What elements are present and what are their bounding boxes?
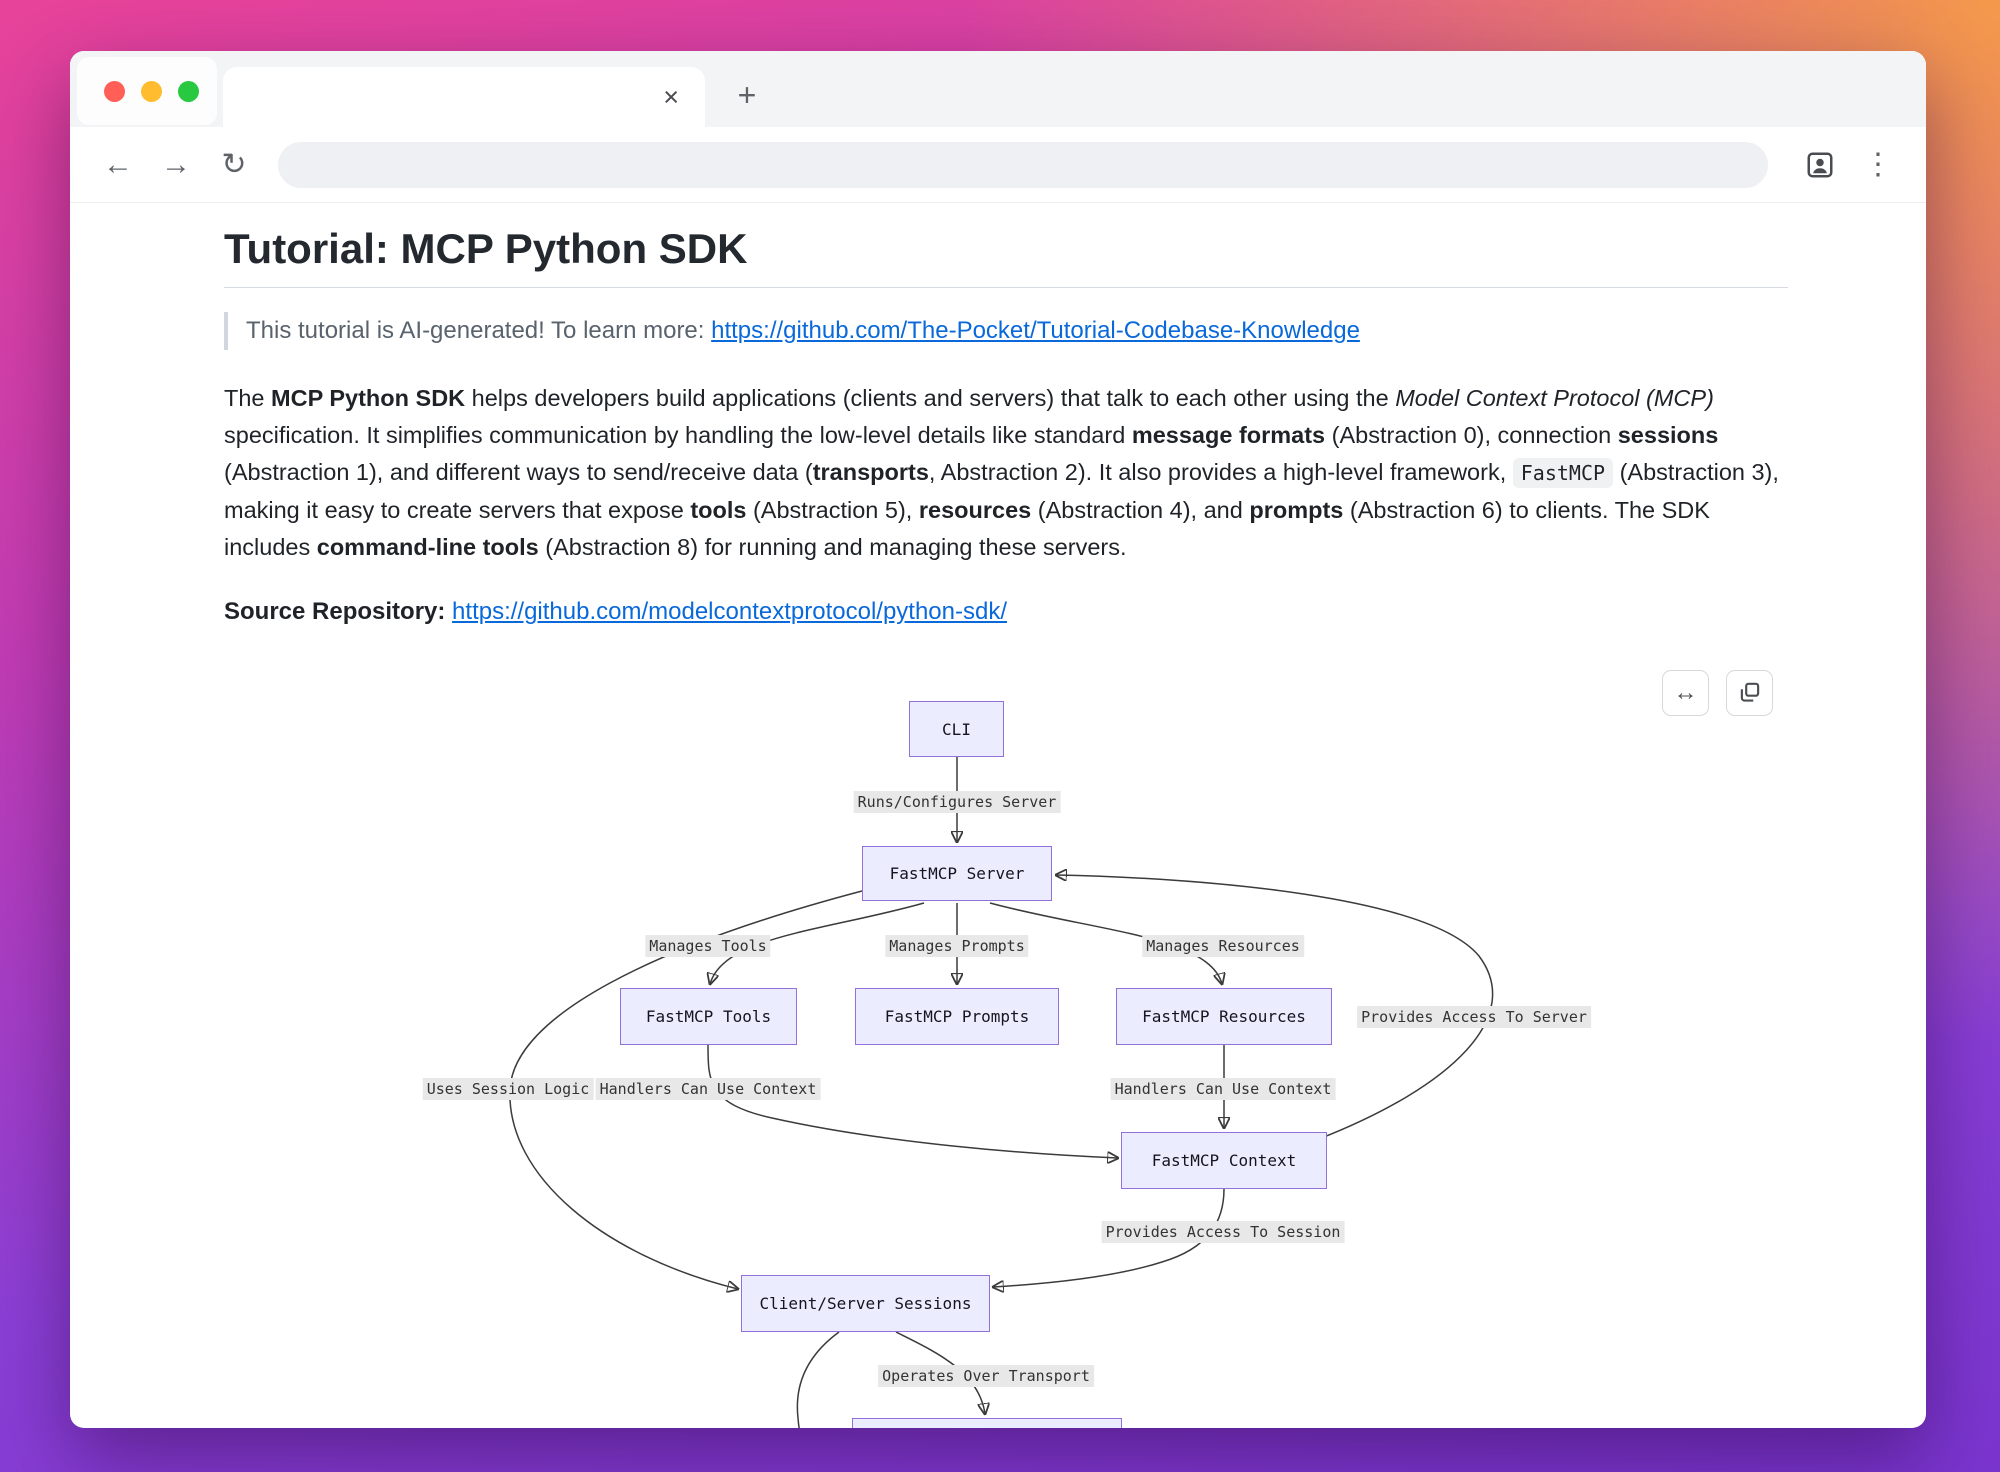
source-repository-label: Source Repository: (224, 598, 453, 625)
node-fastmcp-resources: FastMCP Resources (1116, 988, 1332, 1045)
callout-text: This tutorial is AI-generated! To learn … (246, 317, 712, 344)
node-fastmcp-server: FastMCP Server (862, 846, 1052, 901)
intro-text: , Abstraction 2). It also provides a hig… (928, 459, 1513, 485)
close-window-button[interactable] (104, 80, 125, 102)
edge-label-manages-resources: Manages Resources (1142, 935, 1304, 957)
intro-bold: resources (918, 497, 1032, 523)
intro-text: (Abstraction 1), and different ways to s… (224, 459, 813, 485)
edge-label-provides-access-to-server: Provides Access To Server (1357, 1006, 1591, 1028)
edge-server-to-tools (710, 902, 925, 984)
diagram-toolbar: ↔ (1662, 670, 1773, 716)
window-controls (77, 57, 217, 125)
title-divider (224, 287, 1788, 288)
edge-context-to-server (1056, 875, 1494, 1140)
edge-sessions-to-transport-left (796, 1331, 840, 1428)
expand-icon: ↔ (1673, 679, 1698, 706)
close-tab-icon[interactable]: × (663, 81, 679, 112)
node-client-server-sessions: Client/Server Sessions (741, 1275, 990, 1332)
intro-text: The (224, 385, 272, 411)
node-cli: CLI (909, 701, 1004, 757)
profile-badge-icon (1807, 152, 1833, 177)
intro-italic: Model Context Protocol (MCP) (1395, 385, 1714, 411)
intro-text: (Abstraction 5), (746, 497, 919, 523)
intro-paragraph: The MCP Python SDK helps developers buil… (224, 380, 1788, 566)
edge-sessions-to-transport (895, 1331, 985, 1414)
intro-bold: tools (690, 497, 747, 523)
ai-generated-callout: This tutorial is AI-generated! To learn … (224, 312, 1788, 350)
node-fastmcp-prompts: FastMCP Prompts (855, 988, 1059, 1045)
expand-diagram-button[interactable]: ↔ (1662, 670, 1709, 716)
intro-code-fastmcp: FastMCP (1512, 458, 1614, 488)
browser-tab[interactable]: × (223, 67, 705, 127)
page-content: Tutorial: MCP Python SDK This tutorial i… (70, 203, 1926, 1428)
edge-tools-to-context (707, 1044, 1118, 1158)
copy-diagram-button[interactable] (1726, 670, 1773, 716)
page-title: Tutorial: MCP Python SDK (224, 225, 748, 272)
minimize-window-button[interactable] (141, 80, 162, 102)
profile-icon[interactable] (1798, 143, 1842, 187)
edge-label-uses-session-logic: Uses Session Logic (422, 1078, 594, 1100)
intro-text: helps developers build applications (cli… (465, 385, 1396, 411)
source-repository-line: Source Repository: https://github.com/mo… (224, 596, 1788, 628)
node-fastmcp-context: FastMCP Context (1121, 1132, 1327, 1189)
edge-context-to-sessions (993, 1188, 1225, 1287)
source-repository-link[interactable]: https://github.com/modelcontextprotocol/… (452, 598, 1008, 625)
node-fastmcp-tools: FastMCP Tools (620, 988, 797, 1045)
intro-text: (Abstraction 6) to clients. The SDK incl… (224, 497, 1710, 560)
navigation-bar: ← → ↻ ⋮ (70, 127, 1926, 203)
address-bar[interactable] (278, 141, 1768, 188)
tutorial-knowledge-link[interactable]: https://github.com/The-Pocket/Tutorial-C… (711, 317, 1360, 344)
intro-bold: transports (812, 459, 929, 485)
intro-bold: sessions (1617, 422, 1719, 448)
intro-text: (Abstraction 8) for running and managing… (538, 534, 1127, 560)
edge-label-operates-over-transport: Operates Over Transport (878, 1365, 1094, 1387)
tab-strip: × + (70, 51, 1926, 127)
zoom-window-button[interactable] (178, 80, 199, 102)
back-icon[interactable]: ← (103, 147, 133, 181)
intro-text: (Abstraction 4), and (1031, 497, 1250, 523)
mermaid-diagram: CLI FastMCP Server FastMCP Tools FastMCP… (224, 656, 1790, 1428)
intro-text: (Abstraction 3), making it easy to creat… (224, 459, 1779, 523)
edge-server-to-resources (989, 902, 1222, 984)
intro-bold: MCP Python SDK (271, 385, 466, 411)
new-tab-button[interactable]: + (737, 76, 757, 113)
intro-bold: message formats (1131, 422, 1326, 448)
node-partial-bottom (852, 1418, 1122, 1428)
edge-label-manages-prompts: Manages Prompts (885, 935, 1029, 957)
edge-label-provides-access-to-session: Provides Access To Session (1101, 1221, 1345, 1243)
reload-icon[interactable]: ↻ (221, 148, 247, 181)
edge-label-runs-configures-server: Runs/Configures Server (853, 791, 1061, 813)
intro-bold: command-line tools (316, 534, 539, 560)
edge-label-handlers-can-use-context-right: Handlers Can Use Context (1110, 1078, 1336, 1100)
forward-icon[interactable]: → (161, 147, 191, 181)
copy-icon (1740, 682, 1759, 702)
intro-text: (Abstraction 0), connection (1325, 422, 1618, 448)
intro-text: specification. It simplifies communicati… (224, 422, 1132, 448)
menu-icon[interactable]: ⋮ (1863, 148, 1893, 181)
edge-label-handlers-can-use-context-left: Handlers Can Use Context (595, 1078, 821, 1100)
edge-label-manages-tools: Manages Tools (645, 935, 771, 957)
intro-bold: prompts (1249, 497, 1344, 523)
browser-window: × + ← → ↻ ⋮ Tutorial: MCP Python SDK (70, 51, 1926, 1428)
